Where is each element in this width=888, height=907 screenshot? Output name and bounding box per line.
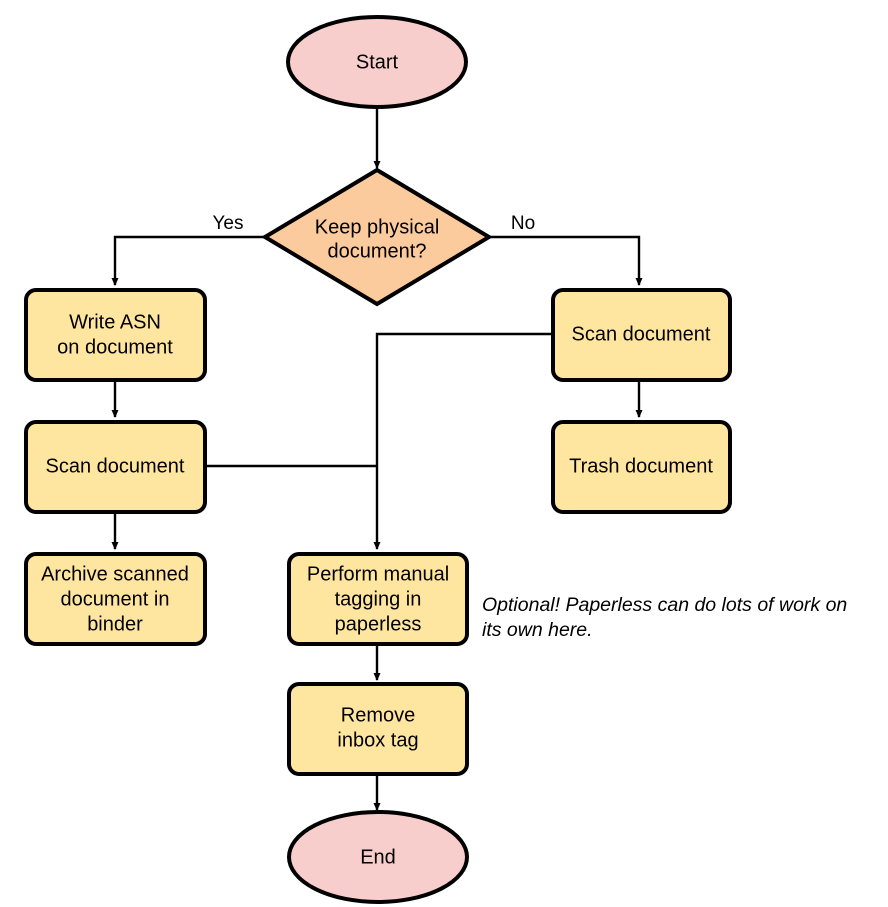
node-write-asn[interactable]: Write ASN on document	[24, 288, 207, 382]
scan-document-left-label: Scan document	[46, 455, 185, 477]
archive-label-line1: Archive scanned	[41, 563, 189, 585]
write-asn-box	[24, 288, 207, 382]
decision-label-line1: Keep physical	[315, 216, 440, 238]
remove-inbox-tag-label-line2: inbox tag	[337, 729, 418, 751]
start-ellipse	[286, 15, 468, 109]
trash-document-box	[551, 420, 732, 514]
decision-diamond	[261, 167, 493, 307]
tagging-box	[287, 552, 469, 646]
start-label: Start	[356, 51, 399, 73]
node-end[interactable]: End	[287, 810, 469, 904]
node-archive-scanned-document[interactable]: Archive scanned document in binder	[24, 552, 207, 646]
tagging-label-line2: tagging in	[335, 588, 422, 610]
write-asn-label-line2: on document	[57, 336, 173, 358]
decision-label-line2: document?	[328, 240, 427, 262]
archive-box	[24, 552, 207, 646]
remove-inbox-tag-box	[287, 682, 469, 776]
optional-note-line1: Optional! Paperless can do lots of work …	[482, 594, 847, 616]
end-ellipse	[287, 810, 469, 904]
node-scan-document-left[interactable]: Scan document	[24, 420, 207, 514]
edge-decision-no-to-scan-right	[489, 235, 643, 287]
scan-document-right-label: Scan document	[572, 323, 711, 345]
scan-document-right-box	[551, 288, 732, 382]
edge-label-no: No	[511, 213, 535, 234]
archive-label-line3: binder	[87, 613, 143, 635]
node-perform-manual-tagging[interactable]: Perform manual tagging in paperless	[287, 552, 469, 646]
remove-inbox-tag-label-line1: Remove	[341, 704, 415, 726]
edge-label-yes: Yes	[213, 213, 244, 234]
node-decision-keep-physical-document[interactable]: Keep physical document?	[261, 167, 493, 307]
edge-decision-yes-to-write-asn	[111, 235, 265, 287]
trash-document-label: Trash document	[569, 455, 713, 477]
tagging-label-line3: paperless	[335, 613, 422, 635]
end-label: End	[360, 846, 396, 868]
optional-note-line2: its own here.	[482, 619, 593, 641]
edge-scan-right-to-tagging	[373, 332, 553, 551]
annotation-optional-note: Optional! Paperless can do lots of work …	[482, 594, 847, 641]
archive-label-line2: document in	[61, 588, 170, 610]
node-remove-inbox-tag[interactable]: Remove inbox tag	[287, 682, 469, 776]
node-scan-document-right[interactable]: Scan document	[551, 288, 732, 382]
write-asn-label-line1: Write ASN	[69, 311, 161, 333]
tagging-label-line1: Perform manual	[307, 563, 449, 585]
node-trash-document[interactable]: Trash document	[551, 420, 732, 514]
node-start[interactable]: Start	[286, 15, 468, 109]
scan-document-left-box	[24, 420, 207, 514]
